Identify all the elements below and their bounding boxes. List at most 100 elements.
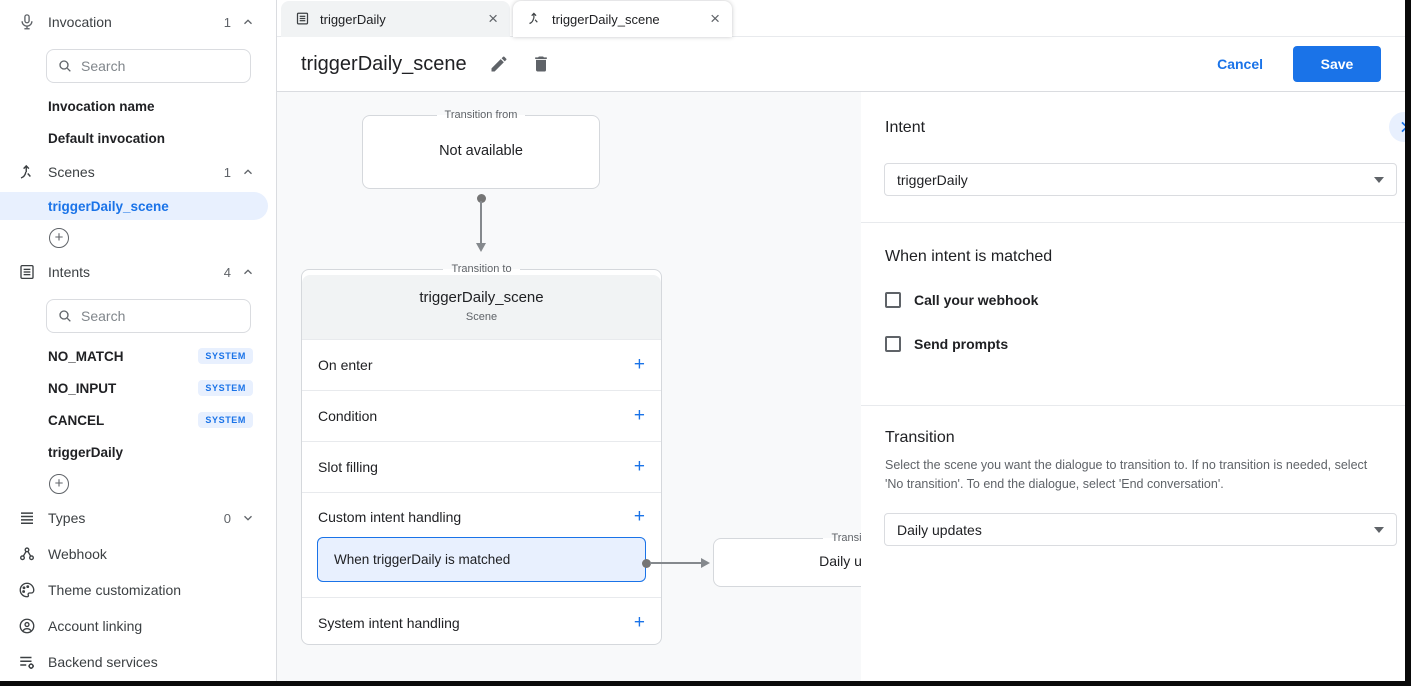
transition-select[interactable]: Daily updates xyxy=(884,513,1397,546)
sidebar-item-no-input[interactable]: NO_INPUT SYSTEM xyxy=(0,377,277,399)
checkbox-label: Call your webhook xyxy=(914,292,1039,308)
chevron-up-icon[interactable] xyxy=(241,165,255,179)
sidebar-item-no-match[interactable]: NO_MATCH SYSTEM xyxy=(0,345,277,367)
editor-tabstrip: triggerDaily × triggerDaily_scene × xyxy=(277,0,1405,37)
checkbox-label: Send prompts xyxy=(914,336,1009,352)
sidebar-item-triggerdaily[interactable]: triggerDaily xyxy=(0,441,277,463)
add-intent-button[interactable]: + xyxy=(49,474,69,494)
intent-select[interactable]: triggerDaily xyxy=(884,163,1397,196)
checkbox-icon[interactable] xyxy=(885,336,901,352)
intent-name: NO_MATCH xyxy=(48,348,124,364)
add-icon[interactable]: + xyxy=(633,612,645,633)
system-badge: SYSTEM xyxy=(198,348,253,364)
sidebar-section-types[interactable]: Types 0 xyxy=(0,504,277,532)
sidebar-item-theme-customization[interactable]: Theme customization xyxy=(0,576,277,604)
scene-row-slot-filling[interactable]: Slot filling + xyxy=(302,441,661,492)
edit-icon[interactable] xyxy=(489,54,509,74)
section-count: 0 xyxy=(223,510,231,526)
intents-list-icon xyxy=(18,263,36,281)
chevron-up-icon[interactable] xyxy=(241,265,255,279)
tab-label: triggerDaily_scene xyxy=(552,11,660,27)
add-icon[interactable]: + xyxy=(633,405,645,426)
transition-from-value: Not available xyxy=(439,143,523,159)
tab-triggerdaily-scene[interactable]: triggerDaily_scene × xyxy=(513,1,732,37)
save-button[interactable]: Save xyxy=(1293,46,1381,82)
item-label: Backend services xyxy=(48,654,158,670)
sidebar-item-default-invocation[interactable]: Default invocation xyxy=(48,130,166,146)
handler-label: When triggerDaily is matched xyxy=(334,552,511,567)
sidebar-section-intents[interactable]: Intents 4 xyxy=(0,258,277,286)
connector-dot xyxy=(642,559,651,568)
microphone-icon xyxy=(18,13,36,31)
search-input[interactable] xyxy=(81,308,240,324)
intent-select-value: triggerDaily xyxy=(897,171,968,188)
add-icon[interactable]: + xyxy=(633,456,645,477)
backend-services-icon xyxy=(18,653,36,671)
scene-row-custom-intent-handling: Custom intent handling + When triggerDai… xyxy=(302,492,661,597)
section-label: Invocation xyxy=(48,14,112,30)
scene-row-system-intent-handling[interactable]: System intent handling + xyxy=(302,597,661,644)
transition-description: Select the scene you want the dialogue t… xyxy=(885,458,1368,491)
webhook-checkbox-row[interactable]: Call your webhook xyxy=(885,292,1038,308)
add-icon[interactable]: + xyxy=(633,506,645,527)
search-input[interactable] xyxy=(81,58,240,74)
add-scene-button[interactable]: + xyxy=(49,228,69,248)
sidebar-item-backend-services[interactable]: Backend services xyxy=(0,648,277,676)
scene-tab-icon xyxy=(527,11,543,27)
invocation-search[interactable] xyxy=(46,49,251,83)
section-label: Types xyxy=(48,510,86,526)
section-count: 1 xyxy=(223,14,231,30)
scene-row-condition[interactable]: Condition + xyxy=(302,390,661,441)
webhook-icon xyxy=(18,545,36,563)
add-icon[interactable]: + xyxy=(633,354,645,375)
row-label: System intent handling xyxy=(318,615,460,631)
intent-name: NO_INPUT xyxy=(48,380,117,396)
sidebar-item-webhook[interactable]: Webhook xyxy=(0,540,277,568)
custom-intent-row-header[interactable]: Custom intent handling + xyxy=(302,493,661,535)
system-badge: SYSTEM xyxy=(198,380,253,396)
intent-tab-icon xyxy=(295,11,311,27)
transition-heading: Transition xyxy=(885,429,955,446)
cancel-button[interactable]: Cancel xyxy=(1201,48,1279,80)
intent-detail-panel: Intent triggerDaily When intent is match… xyxy=(861,92,1405,681)
delete-icon[interactable] xyxy=(531,54,551,74)
account-icon xyxy=(18,617,36,635)
scene-icon xyxy=(18,163,36,181)
sidebar-item-invocation-name[interactable]: Invocation name xyxy=(48,98,155,114)
sidebar-item-triggerdaily-scene[interactable]: triggerDaily_scene xyxy=(0,192,268,220)
item-label: Theme customization xyxy=(48,582,182,598)
palette-icon xyxy=(18,581,36,599)
scene-row-on-enter[interactable]: On enter + xyxy=(302,339,661,390)
chevron-up-icon[interactable] xyxy=(241,15,255,29)
when-matched-heading: When intent is matched xyxy=(885,248,1053,265)
divider xyxy=(861,222,1405,223)
transition-target-box[interactable]: Transition to Daily updates xyxy=(713,532,861,587)
connector-line xyxy=(650,562,701,564)
box-legend: Transition to xyxy=(451,263,512,275)
close-icon[interactable]: × xyxy=(710,9,720,28)
chevron-down-icon[interactable] xyxy=(241,511,255,525)
sidebar-section-scenes[interactable]: Scenes 1 xyxy=(0,158,277,186)
item-label: Account linking xyxy=(48,618,143,634)
connector-line xyxy=(480,201,482,243)
box-legend: Transition to xyxy=(831,532,861,544)
sidebar-item-account-linking[interactable]: Account linking xyxy=(0,612,277,640)
intents-search[interactable] xyxy=(46,299,251,333)
intent-name: triggerDaily xyxy=(48,444,124,460)
checkbox-icon[interactable] xyxy=(885,292,901,308)
page-title: triggerDaily_scene xyxy=(301,52,467,75)
dropdown-caret-icon xyxy=(1374,526,1384,533)
sidebar: Invocation 1 Invocation name Default inv… xyxy=(0,0,277,681)
intent-handler-card-selected[interactable]: When triggerDaily is matched xyxy=(317,537,646,582)
sidebar-section-invocation[interactable]: Invocation 1 xyxy=(0,8,277,36)
tab-triggerdaily[interactable]: triggerDaily × xyxy=(281,1,510,37)
collapse-panel-button[interactable] xyxy=(1389,112,1405,142)
tab-label: triggerDaily xyxy=(320,11,386,27)
send-prompts-checkbox-row[interactable]: Send prompts xyxy=(885,336,1008,352)
sidebar-item-cancel[interactable]: CANCEL SYSTEM xyxy=(0,409,277,431)
close-icon[interactable]: × xyxy=(488,9,498,28)
transition-from-box: Transition from Not available xyxy=(362,109,600,189)
scene-graph-canvas[interactable]: Transition from Not available Transition… xyxy=(277,92,861,681)
